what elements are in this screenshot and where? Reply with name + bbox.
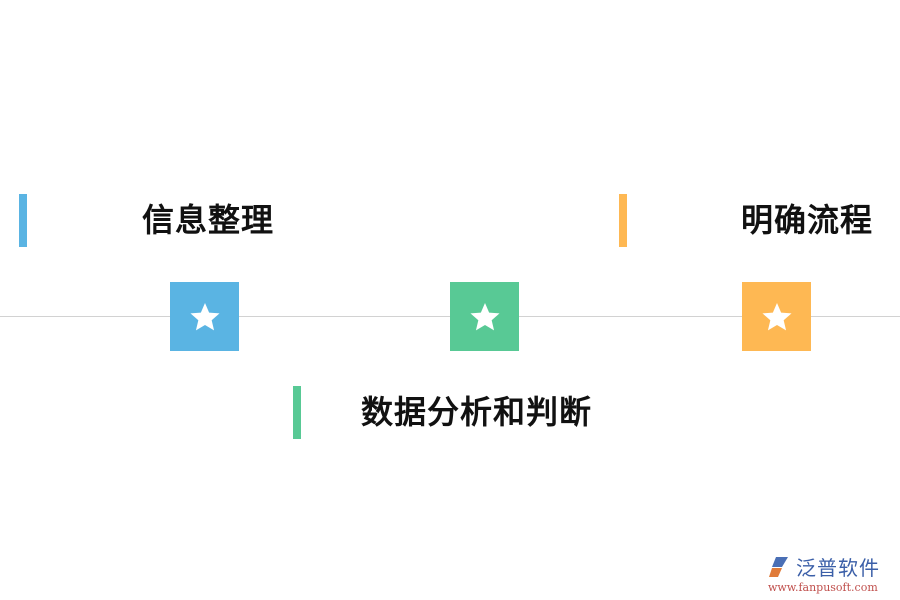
node-2-label: 数据分析和判断 (361, 393, 593, 431)
node-3-accent-bar (619, 194, 627, 247)
brand-name: 泛普软件 (796, 556, 880, 580)
brand-logo-icon (769, 556, 788, 577)
node-1-marker (170, 282, 239, 351)
watermark-logo: 泛普软件 www.fanpusoft.com (768, 552, 896, 594)
node-1-accent-bar (19, 194, 27, 247)
star-icon (469, 302, 500, 330)
node-3-marker (742, 282, 811, 351)
star-icon (189, 302, 220, 330)
node-2-accent-bar (293, 386, 301, 439)
node-2-marker (450, 282, 519, 351)
node-1-label: 信息整理 (142, 201, 275, 239)
star-icon (761, 302, 792, 330)
brand-url: www.fanpusoft.com (768, 581, 878, 594)
node-3-label: 明确流程 (741, 201, 874, 239)
